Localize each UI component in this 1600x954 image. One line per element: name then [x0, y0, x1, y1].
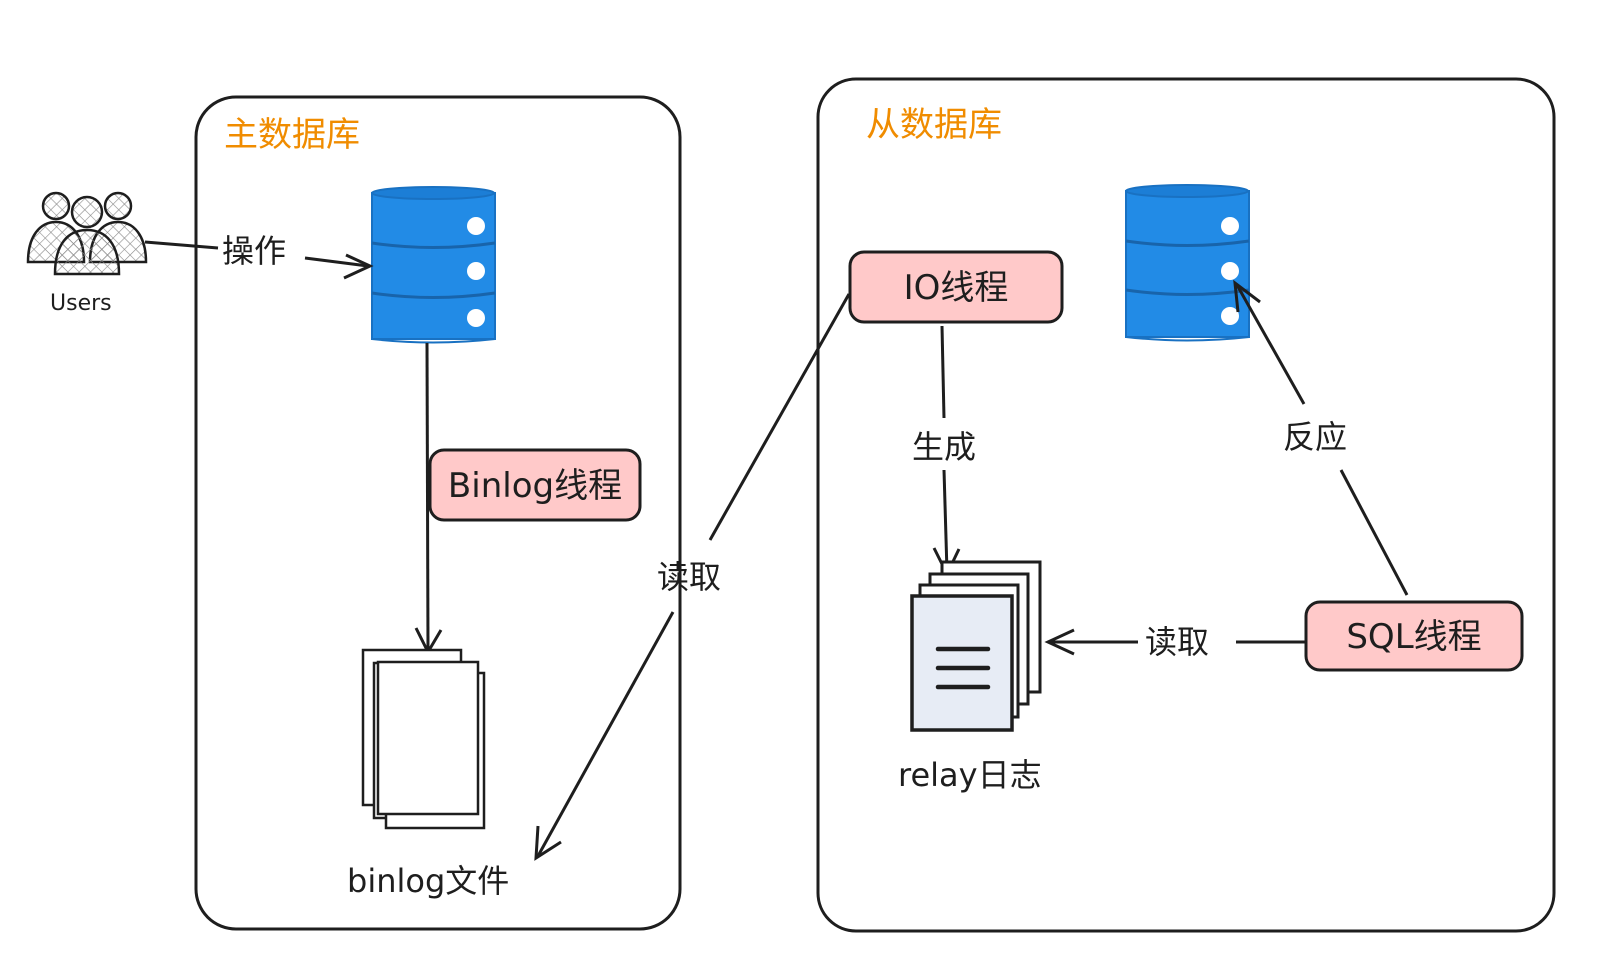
- user-front: [53, 195, 121, 276]
- io-thread-node: IO线程: [848, 250, 1064, 324]
- binlog-thread-label: Binlog线程: [448, 466, 622, 506]
- binlog-file-icon: [361, 648, 486, 830]
- master-group: 主数据库: [194, 95, 682, 931]
- users-label: Users: [50, 291, 112, 316]
- edge-sql-read-relay: 读取: [1044, 623, 1305, 661]
- relay-log-label: relay日志: [898, 756, 1042, 794]
- slave-group: 从数据库: [816, 77, 1556, 933]
- io-thread-label: IO线程: [904, 268, 1009, 308]
- edge-apply: 反应: [1233, 279, 1409, 596]
- edge-label-operate: 操作: [222, 232, 286, 270]
- slave-title: 从数据库: [866, 105, 1002, 145]
- slave-database-icon: [1125, 184, 1250, 342]
- edge-label-read-master: 读取: [657, 558, 721, 596]
- edge-io-read-binlog: 读取: [534, 293, 851, 861]
- binlog-file-label: binlog文件: [347, 862, 509, 900]
- sql-thread-label: SQL线程: [1346, 617, 1481, 657]
- sql-thread-node: SQL线程: [1304, 600, 1524, 672]
- edge-label-read-relay: 读取: [1145, 623, 1209, 661]
- edge-label-apply: 反应: [1283, 418, 1347, 456]
- binlog-thread-node: Binlog线程: [428, 448, 642, 522]
- edge-label-generate: 生成: [912, 428, 976, 466]
- relay-log-icon: [910, 560, 1042, 732]
- master-database-icon: [371, 186, 496, 344]
- edge-generate: 生成: [912, 325, 976, 578]
- edge-operate: 操作: [144, 232, 374, 280]
- master-title: 主数据库: [224, 115, 360, 155]
- users-icon: Users: [26, 191, 148, 316]
